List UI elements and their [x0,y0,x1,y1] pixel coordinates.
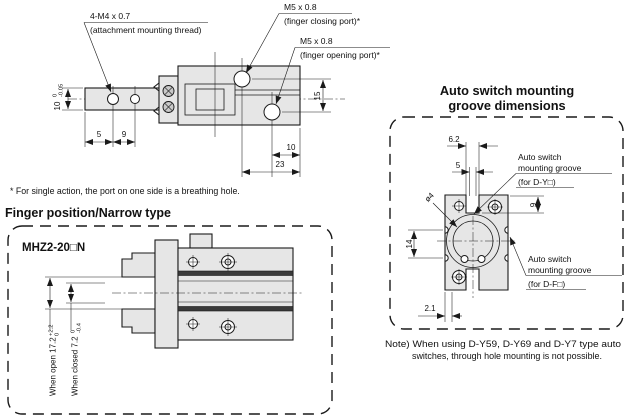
finger-top [121,252,156,278]
finger-opening-port-hole [263,103,281,121]
finger-block [158,75,179,124]
attachment-bar [84,87,161,111]
finger-closing-port-hole [233,70,251,88]
closing-port-label-1: M5 x 0.8 [284,2,317,12]
mounting-hole [130,94,140,104]
thread-callout: 4-M4 x 0.7 (attachment mounting thread) [83,11,208,93]
finger-position-section: Finger position/Narrow type MHZ2-20□N [5,206,333,415]
groove-dy-callout: Auto switch mounting groove (for D-Y□) [473,152,612,215]
side-groove [504,254,509,262]
dim-14: 14 [405,239,414,248]
closed-tol-lower: -0.4 [77,322,83,333]
dim-height-tol-upper: 0 [53,94,59,97]
side-groove [444,226,449,234]
thread-label-1: 4-M4 x 0.7 [90,11,130,21]
open-tol-lower: 0 [55,333,61,336]
side-groove [504,226,509,234]
dim-height-value: 10 [53,101,62,110]
end-view-holes [451,199,503,285]
closing-port-label-2: (finger closing port)* [284,16,361,26]
when-closed-label: When closed 7.2 [71,336,80,396]
dim-dia4: ø4 [423,190,436,203]
model-number: MHZ2-20□N [22,242,85,254]
guide-rail [177,306,294,312]
switch-note-line-2: switches, through hole mounting is not p… [412,351,602,361]
dim-9-depth: 9 [529,202,538,207]
finger-bottom [121,308,156,334]
groove-dy-label-1: Auto switch [518,152,562,162]
groove-dy-label-2: mounting groove [518,163,582,173]
section-box [7,225,333,415]
open-tol-upper: +2.2 [49,325,55,336]
when-open-label: When open 17.2 [49,337,58,396]
switch-title-2: groove dimensions [448,98,565,113]
groove-df-label-1: Auto switch [528,254,572,264]
dim-23: 23 [276,160,285,169]
switch-title-1: Auto switch mounting [440,83,574,98]
guide-rail [177,270,294,276]
body-holes [186,253,237,336]
opening-port-label-2: (finger opening port)* [300,50,381,60]
closed-tol-upper: 0 [71,330,77,333]
switch-note-line-1: Note) When using D-Y59, D-Y69 and D-Y7 t… [385,339,621,349]
dim-6-2: 6.2 [448,135,460,144]
top-view-drawing: 4-M4 x 0.7 (attachment mounting thread) … [10,2,390,196]
groove-df-label-2: mounting groove [528,265,592,275]
groove-df-callout: Auto switch mounting groove (for D-F□) [509,236,622,290]
dim-9: 9 [122,130,127,139]
section-heading: Finger position/Narrow type [5,206,171,220]
dim-10: 10 [287,143,296,152]
finger-flange [154,239,179,349]
dim-height-tol-lower: -0.05 [59,84,65,97]
closing-port-callout: M5 x 0.8 (finger closing port)* [245,2,361,74]
body-tab [189,233,213,249]
dim-2-1: 2.1 [424,304,436,313]
opening-port-callout: M5 x 0.8 (finger opening port)* [275,36,390,105]
auto-switch-section: Auto switch mounting groove dimensions 6 [385,83,624,361]
dim-when-closed: When closed 7.2 0 -0.4 [66,282,105,396]
opening-port-label-1: M5 x 0.8 [300,36,333,46]
body-end-view [444,194,509,291]
dim-bar-height: 10 0 -0.05 [53,84,83,110]
dim-15: 15 [313,91,322,100]
mounting-hole [107,93,119,105]
groove-df-label-3: (for D-F□) [528,279,565,289]
groove-dy-label-3: (for D-Y□) [518,177,556,187]
dim-5-groove: 5 [456,161,461,170]
side-groove [444,254,449,262]
thread-label-2: (attachment mounting thread) [90,25,202,35]
dim-5: 5 [97,130,102,139]
footnote: * For single action, the port on one sid… [10,186,240,196]
dim-when-open: When open 17.2 +2.2 0 [45,276,122,396]
